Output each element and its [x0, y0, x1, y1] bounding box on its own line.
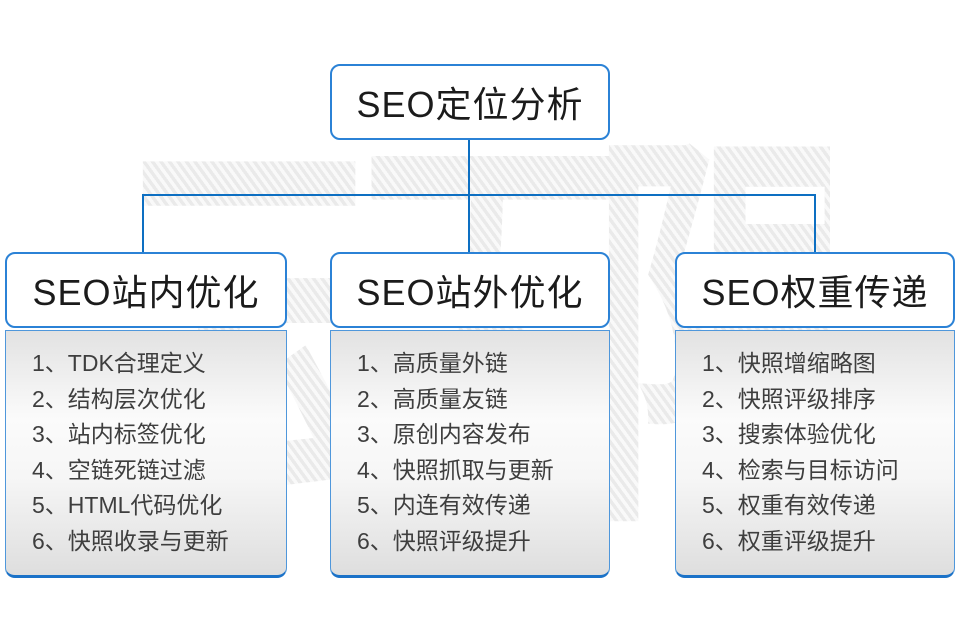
branch-panel-offsite: 1、高质量外链 2、高质量友链 3、原创内容发布 4、快照抓取与更新 5、内连有…	[330, 330, 610, 578]
connector-root-vertical	[468, 140, 470, 196]
root-node-label: SEO定位分析	[356, 84, 584, 125]
branch-header-weight: SEO权重传递	[675, 252, 955, 328]
list-item: 6、快照评级提升	[357, 527, 531, 554]
list-item: 4、快照抓取与更新	[357, 456, 554, 483]
branch-header-onsite: SEO站内优化	[5, 252, 287, 328]
list-item: 4、空链死链过滤	[32, 456, 206, 483]
list-item: 3、站内标签优化	[32, 421, 206, 447]
branch-header-onsite-label: SEO站内优化	[32, 272, 260, 313]
list-item: 5、HTML代码优化	[32, 492, 223, 518]
list-item: 6、权重评级提升	[702, 527, 876, 554]
list-item: 2、快照评级排序	[702, 385, 876, 412]
connector-middle-drop	[468, 194, 470, 254]
list-item: 5、权重有效传递	[702, 492, 876, 518]
list-item: 1、快照增缩略图	[702, 350, 876, 376]
list-item: 3、原创内容发布	[357, 421, 531, 447]
list-item: 4、检索与目标访问	[702, 456, 899, 483]
list-item: 2、结构层次优化	[32, 385, 206, 412]
connector-branch-horizontal	[142, 194, 816, 196]
branch-header-weight-label: SEO权重传递	[701, 272, 929, 313]
branch-header-offsite-label: SEO站外优化	[356, 272, 584, 313]
list-item: 6、快照收录与更新	[32, 527, 229, 554]
branch-panel-onsite: 1、TDK合理定义 2、结构层次优化 3、站内标签优化 4、空链死链过滤 5、H…	[5, 330, 287, 578]
branch-header-offsite: SEO站外优化	[330, 252, 610, 328]
list-item: 5、内连有效传递	[357, 492, 531, 518]
list-item: 2、高质量友链	[357, 385, 508, 412]
root-node-seo-positioning: SEO定位分析	[330, 64, 610, 140]
list-item: 1、TDK合理定义	[32, 350, 206, 376]
list-item: 1、高质量外链	[357, 350, 508, 376]
list-item: 3、搜索体验优化	[702, 421, 876, 447]
connector-right-drop	[814, 194, 816, 254]
branch-panel-weight: 1、快照增缩略图 2、快照评级排序 3、搜索体验优化 4、检索与目标访问 5、权…	[675, 330, 955, 578]
connector-left-drop	[142, 194, 144, 254]
